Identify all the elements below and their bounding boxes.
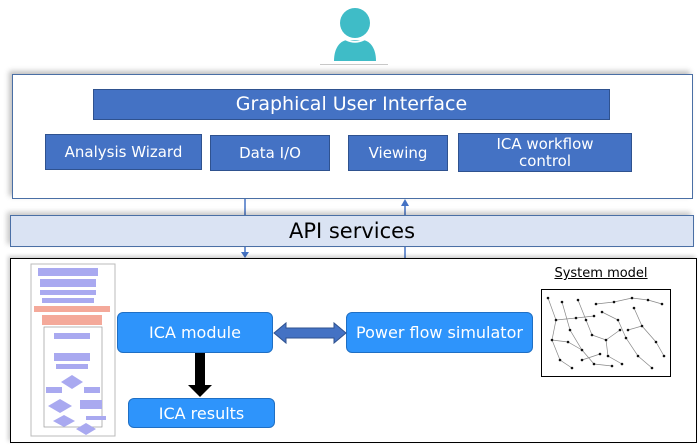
power-flow-simulator-box: Power flow simulator [346,312,533,353]
ica-workflow-control-box: ICA workflow control [458,133,632,172]
network-graph-icon [541,289,671,377]
flowchart-thumbnail-icon [30,263,116,437]
system-model-label: System model [554,266,648,281]
down-arrow-icon [188,353,212,397]
ica-results-box: ICA results [128,398,275,428]
double-arrow-icon [273,321,347,345]
gui-title-label: Graphical User Interface [235,93,468,116]
api-to-gui-arrow [401,199,409,215]
user-icon [325,4,385,62]
api-to-backend-arrow [241,247,249,258]
ica-workflow-control-label: ICA workflow control [496,135,594,170]
analysis-wizard-label: Analysis Wizard [64,142,183,161]
power-flow-simulator-label: Power flow simulator [356,323,523,342]
api-services-bar: API services [10,215,694,247]
ica-module-box: ICA module [117,312,273,353]
ica-results-label: ICA results [158,403,245,423]
analysis-wizard-box: Analysis Wizard [45,134,202,170]
api-services-label: API services [288,219,416,243]
viewing-box: Viewing [348,135,448,171]
user-underline [320,64,388,65]
viewing-label: Viewing [368,143,428,162]
data-io-label: Data I/O [239,143,301,162]
gui-title-box: Graphical User Interface [93,89,610,120]
ica-module-label: ICA module [149,323,241,342]
data-io-box: Data I/O [210,135,330,171]
